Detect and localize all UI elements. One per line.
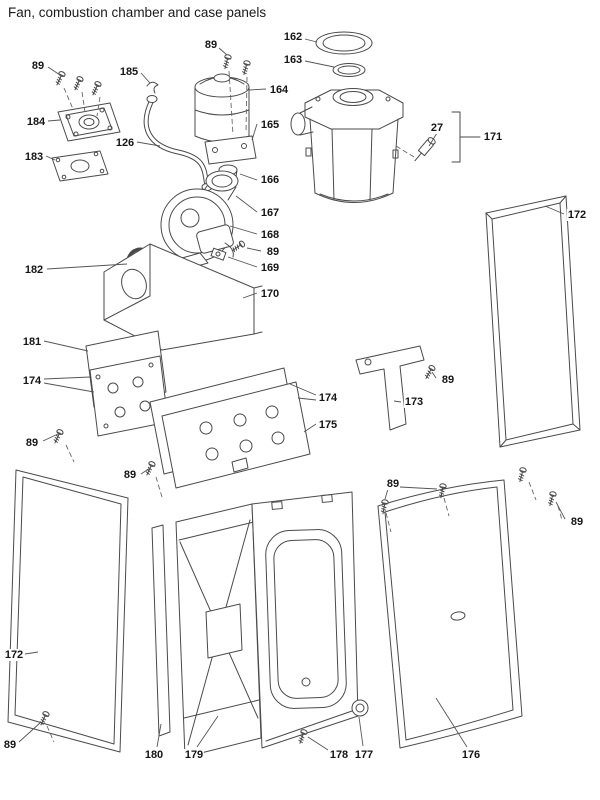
leader-lines [18, 38, 566, 751]
combustion-chamber [290, 31, 481, 203]
case-assembly [151, 491, 369, 758]
alignment-lines [46, 70, 563, 743]
gasket [51, 150, 109, 182]
grommet-177 [351, 699, 369, 717]
side-panel-right [485, 195, 581, 507]
side-panel-left [7, 469, 129, 753]
air-box [103, 243, 263, 351]
clip-169 [210, 247, 227, 261]
sump-assembly [194, 53, 257, 187]
fan-assembly [160, 170, 247, 269]
case-frame-179 [251, 491, 359, 749]
insulation-center [149, 367, 311, 489]
front-panel-176 [377, 479, 523, 749]
back-panel-x [175, 503, 262, 758]
bracket-173 [355, 345, 437, 431]
hose-clip-185 [146, 81, 159, 94]
flange-plate [53, 70, 121, 142]
insulation-left-174 [51, 355, 169, 477]
side-strip-180 [151, 524, 171, 737]
page-title: Fan, combustion chamber and case panels [8, 5, 267, 20]
